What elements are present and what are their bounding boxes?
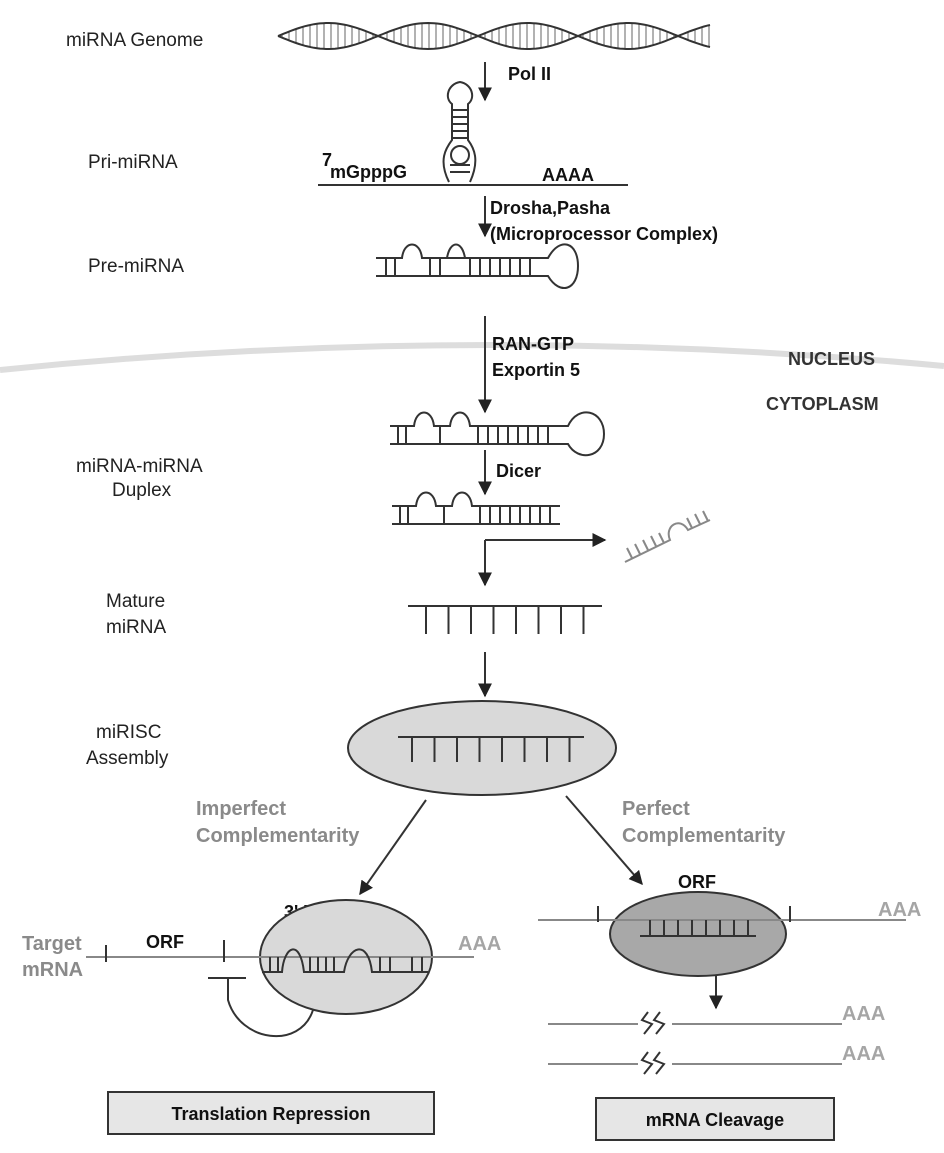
arrow-imperfect [359, 799, 427, 896]
nuclear-membrane [0, 341, 944, 373]
bound-mirna-left [262, 948, 428, 973]
dna-strand-b [277, 22, 711, 51]
mirisc-ellipse [347, 700, 617, 796]
label-imperfect-complementarity: Complementarity [196, 825, 360, 847]
mirisc-complex [347, 700, 617, 796]
mature-mirna [408, 605, 602, 634]
bound-rungs-left [269, 957, 423, 972]
bound-rungs-right [649, 920, 749, 936]
repression-curve [227, 978, 314, 1038]
label-ran-gtp: RAN-GTP [492, 334, 574, 354]
dna-helix [277, 21, 711, 51]
label-risc-line1: miRISC [96, 722, 161, 743]
pre-mirna-outline [376, 243, 580, 289]
label-aaa-right: AAA [878, 899, 921, 921]
label-aaa-left: AAA [458, 933, 501, 955]
pre-mirna-rungs [385, 258, 531, 276]
cap-superscript: 7 [322, 150, 332, 170]
mirna-duplex [392, 491, 560, 525]
label-perfect-complementarity: Complementarity [622, 825, 786, 847]
outcome-box-repression [107, 1091, 435, 1135]
polya-label: AAAA [542, 165, 594, 185]
label-target-mrna: mRNA [22, 959, 83, 981]
label-orf-right: ORF [678, 872, 716, 892]
passenger-strand-backbone [624, 519, 711, 563]
passenger-strand [624, 510, 711, 563]
label-mirna-genome: miRNA Genome [66, 30, 203, 51]
label-drosha: Drosha,Pasha [490, 198, 611, 218]
label-duplex-line1: miRNA-miRNA [76, 456, 203, 477]
label-mature-line1: Mature [106, 591, 165, 612]
cleavage-mark-1 [640, 1011, 666, 1035]
label-exportin5: Exportin 5 [492, 360, 580, 380]
label-dicer: Dicer [496, 461, 541, 481]
pri-mirna-hairpin-rungs [450, 109, 470, 173]
pre-mirna-hairpin [376, 243, 580, 289]
cap-label: mGpppG [330, 162, 407, 182]
pri-mirna-hairpin [442, 80, 477, 183]
label-mrna-cleavage: mRNA Cleavage [646, 1110, 784, 1130]
pre-mirna-bulge [446, 243, 466, 259]
label-perfect: Perfect [622, 798, 690, 820]
label-aaa-frag2: AAA [842, 1043, 885, 1065]
cyto-pre-mirna-rungs [397, 426, 549, 444]
duplex-top-strand [392, 491, 560, 507]
dna-helix-rungs [281, 23, 710, 49]
cleaved-fragments [548, 1011, 842, 1075]
dna-strand-a [277, 21, 711, 50]
pri-mirna-structure: 7 mGpppG AAAA [318, 80, 628, 186]
label-microprocessor: (Microprocessor Complex) [490, 224, 718, 244]
label-orf-left: ORF [146, 932, 184, 952]
target-mrna-right [538, 891, 906, 977]
label-imperfect: Imperfect [196, 798, 286, 820]
cyto-pre-mirna-outline [390, 411, 606, 457]
label-pol2: Pol II [508, 64, 551, 84]
label-pri-mirna: Pri-miRNA [88, 152, 178, 173]
cytoplasmic-pre-mirna [390, 411, 606, 457]
target-mrna-left [86, 899, 474, 1038]
label-mature-line2: miRNA [106, 617, 166, 638]
mature-mirna-rungs [425, 606, 585, 634]
label-pre-mirna: Pre-miRNA [88, 256, 184, 277]
cleavage-mark-2 [640, 1051, 666, 1075]
outcome-box-cleavage [595, 1097, 835, 1141]
label-translation-repression: Translation Repression [171, 1104, 370, 1124]
duplex-rungs [399, 506, 551, 524]
mirisc-bound-right [609, 891, 787, 977]
mirisc-rungs [411, 737, 571, 762]
label-nucleus: NUCLEUS [788, 349, 875, 369]
label-duplex-line2: Duplex [112, 480, 172, 501]
arrow-perfect [565, 795, 643, 886]
label-target: Target [22, 933, 82, 955]
label-risc-line2: Assembly [86, 748, 169, 769]
label-aaa-frag1: AAA [842, 1003, 885, 1025]
label-cytoplasm: CYTOPLASM [766, 394, 879, 414]
pri-mirna-bulge [450, 145, 470, 165]
